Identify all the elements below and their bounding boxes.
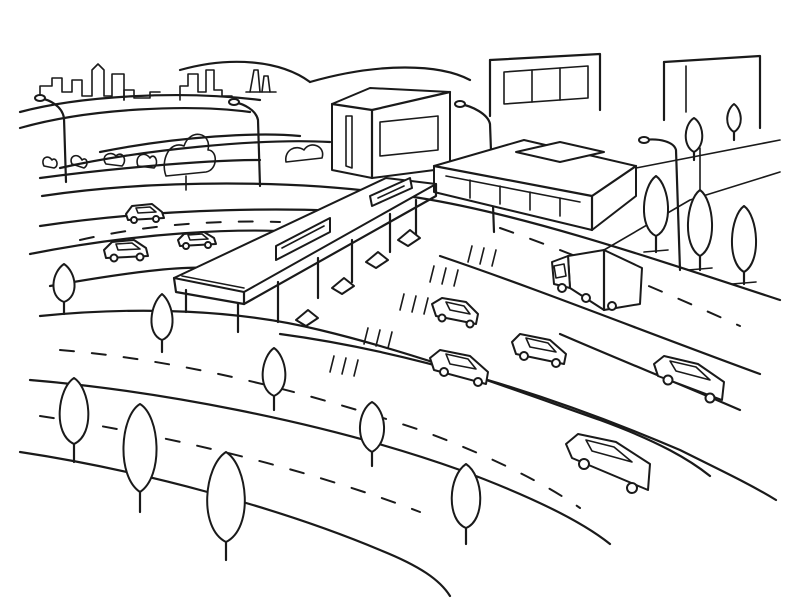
tree (450, 463, 482, 546)
tree (52, 263, 76, 316)
street-lamp (454, 100, 496, 234)
tree (642, 175, 670, 254)
hills (18, 60, 472, 180)
tree (731, 205, 757, 286)
background-tower (488, 52, 762, 130)
street-lamp (228, 98, 262, 188)
tree (687, 189, 713, 272)
car (431, 297, 479, 329)
car (511, 333, 567, 368)
tree (206, 451, 246, 562)
street-lamp (638, 136, 682, 272)
car (429, 349, 489, 387)
tree (122, 403, 158, 514)
street-lamp (34, 94, 68, 184)
tree (150, 293, 174, 354)
tree (261, 347, 287, 412)
bushes (42, 133, 324, 191)
car (177, 231, 217, 250)
city-skyline (39, 63, 233, 101)
car (653, 355, 725, 404)
car (565, 433, 651, 494)
tree (684, 117, 704, 162)
warning-chevrons (295, 229, 497, 377)
car (103, 239, 149, 263)
shopping-center (432, 139, 638, 232)
tree (358, 401, 386, 468)
office-building (330, 87, 452, 180)
car (125, 203, 165, 224)
tree (58, 377, 90, 464)
tree (726, 103, 742, 142)
truck (551, 248, 643, 312)
factory-chimneys (245, 69, 277, 93)
pedestrian-overpass (172, 177, 438, 334)
